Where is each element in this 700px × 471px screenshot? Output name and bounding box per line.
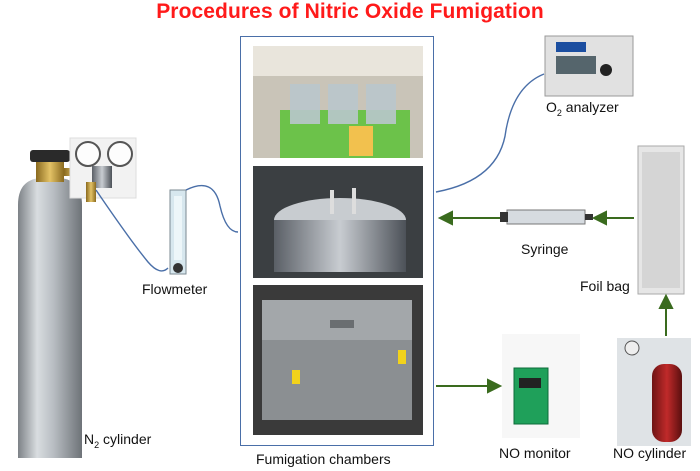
fumigation-chambers-label: Fumigation chambers bbox=[256, 451, 391, 467]
jars-photo bbox=[253, 46, 423, 158]
no-monitor-label: NO monitor bbox=[499, 445, 571, 461]
connectors bbox=[95, 73, 545, 272]
steel-box-photo bbox=[253, 285, 423, 435]
n2-cylinder-photo bbox=[18, 150, 86, 458]
no-monitor-photo bbox=[502, 334, 580, 438]
o2-analyzer-label: O2 analyzer bbox=[546, 99, 619, 118]
foil-bag-label: Foil bag bbox=[580, 278, 630, 294]
chamber-to-o2-line bbox=[435, 73, 545, 193]
foil-bag-photo bbox=[637, 145, 685, 295]
fumigation-chambers-frame bbox=[240, 36, 434, 446]
o2-analyzer-photo bbox=[544, 35, 634, 97]
flowmeter-to-chamber-line bbox=[185, 184, 239, 233]
flowmeter-label: Flowmeter bbox=[142, 281, 208, 297]
regulator-photo bbox=[69, 137, 137, 202]
no-cylinder-photo bbox=[617, 338, 691, 446]
n2-to-flowmeter-line bbox=[95, 189, 169, 272]
n2-cylinder-label: N2 cylinder bbox=[84, 431, 152, 450]
arrows bbox=[436, 210, 674, 394]
flowmeter-photo bbox=[169, 189, 187, 275]
no-cylinder-label: NO cylinder bbox=[613, 445, 687, 461]
syringe-label: Syringe bbox=[521, 241, 569, 257]
syringe-photo bbox=[500, 209, 593, 225]
pressure-pot-photo bbox=[253, 166, 423, 278]
diagram-title: Procedures of Nitric Oxide Fumigation bbox=[156, 0, 544, 23]
